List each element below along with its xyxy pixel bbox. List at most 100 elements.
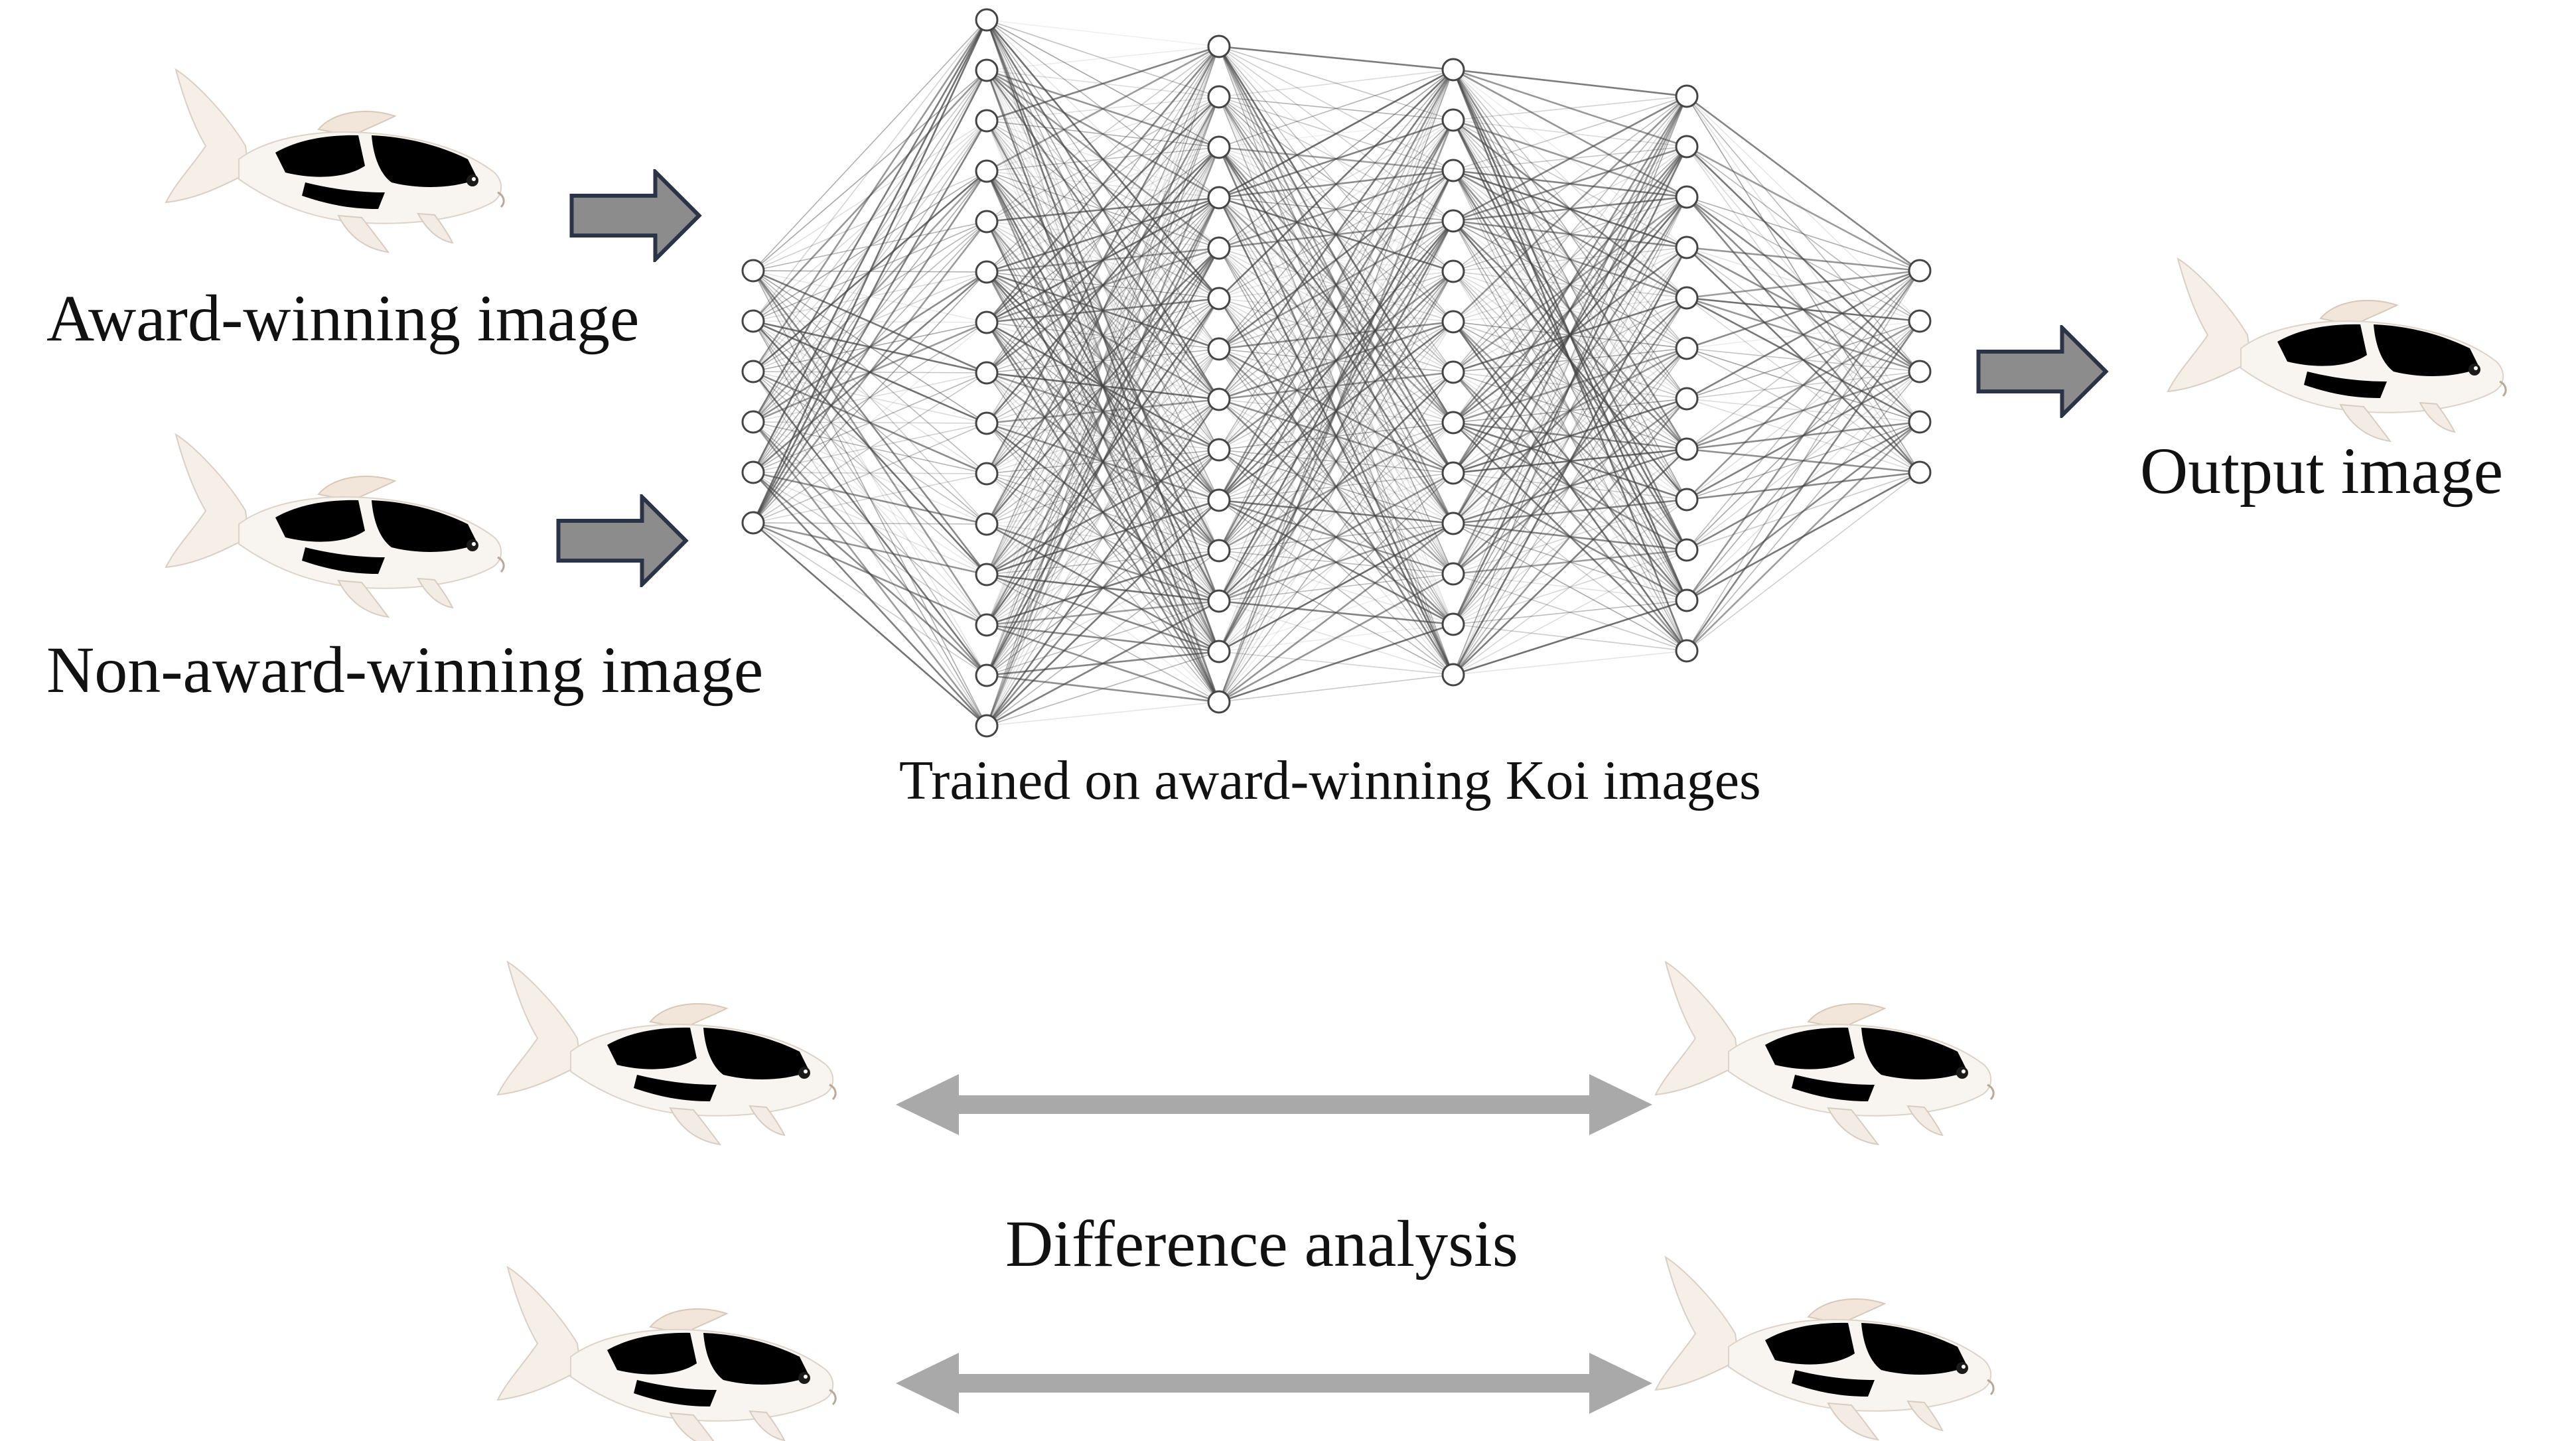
network-edge: [1453, 297, 1687, 524]
network-edge: [986, 499, 1220, 576]
neural-network-nodes: [741, 8, 1932, 738]
network-edge: [752, 372, 987, 523]
network-edge: [752, 471, 987, 525]
compare-output-right-koi-icon: [1654, 1256, 1995, 1441]
network-edge: [1218, 69, 1454, 551]
network-edge: [986, 271, 1220, 401]
network-edge: [986, 298, 1220, 374]
network-edge: [1218, 69, 1454, 350]
network-node-l2-3: [975, 109, 999, 133]
network-edge: [986, 46, 1220, 323]
network-edge: [1453, 600, 1687, 625]
network-node-l5-12: [1675, 639, 1699, 663]
network-edge: [1452, 96, 1688, 575]
network-node-l4-5: [1441, 259, 1465, 283]
network-edge: [986, 298, 1220, 726]
network-edge: [986, 46, 1220, 726]
network-edge: [1686, 246, 1920, 272]
network-edge: [1453, 146, 1687, 373]
network-edge: [1218, 69, 1455, 501]
non-award-winning-label: Non-award-winning image: [46, 633, 764, 707]
non-award-winning-koi-icon: [165, 433, 505, 618]
network-edge: [1218, 271, 1455, 652]
network-edge: [1453, 68, 1687, 98]
network-edge: [1218, 321, 1454, 652]
network-edge: [752, 421, 987, 424]
network-edge: [1453, 196, 1687, 524]
network-edge: [1453, 96, 1687, 171]
network-node-l4-11: [1441, 562, 1465, 586]
network-edge: [752, 19, 987, 271]
network-edge: [986, 449, 1220, 726]
compare-award-left-koi-icon: [496, 961, 837, 1146]
network-edge: [1686, 269, 1920, 299]
network-edge: [986, 196, 1220, 273]
network-edge: [752, 421, 987, 474]
network-node-l1-5: [741, 460, 765, 484]
network-edge: [1686, 320, 1920, 601]
network-edge: [1686, 421, 1920, 500]
network-edge: [1453, 220, 1687, 299]
network-edge: [1453, 96, 1687, 675]
award-winning-koi-icon: [165, 68, 505, 253]
network-edge: [1218, 69, 1454, 450]
network-edge: [1686, 270, 1920, 551]
network-edge: [985, 197, 1220, 626]
network-node-l3-7: [1207, 337, 1231, 361]
network-edge: [1453, 96, 1687, 322]
network-node-l3-3: [1207, 135, 1231, 159]
network-edge: [986, 147, 1220, 575]
network-edge: [1453, 549, 1687, 625]
network-edge: [986, 247, 1220, 726]
network-node-l5-4: [1675, 236, 1699, 259]
network-node-l1-4: [741, 410, 765, 434]
output-arrow-icon: [1979, 328, 2106, 415]
network-edge: [1453, 119, 1687, 147]
network-edge: [986, 96, 1220, 726]
network-edge: [1686, 269, 1920, 350]
network-node-l3-4: [1207, 186, 1231, 210]
network-edge: [1686, 348, 1920, 372]
network-edge: [986, 46, 1220, 222]
network-node-l4-12: [1441, 612, 1465, 636]
network-edge: [986, 147, 1220, 676]
network-node-l3-10: [1207, 488, 1231, 512]
network-edge: [985, 147, 1220, 726]
network-edge: [1686, 297, 1920, 423]
network-edge: [752, 473, 987, 523]
non-award-input-arrow-icon: [559, 497, 686, 584]
network-edge: [986, 96, 1220, 172]
network-edge: [1218, 220, 1454, 703]
network-node-l4-7: [1441, 360, 1465, 384]
network-edge: [1453, 549, 1687, 675]
network-edge: [1453, 297, 1687, 575]
network-edge: [1218, 573, 1454, 703]
network-edge: [986, 147, 1220, 323]
network-edge: [752, 120, 988, 523]
network-edge: [1218, 422, 1454, 652]
network-edge: [1218, 119, 1454, 652]
network-edge: [986, 46, 1220, 374]
difference-analysis-label: Difference analysis: [1005, 1207, 1518, 1280]
network-edge: [986, 96, 1220, 474]
network-edge: [1453, 96, 1687, 121]
network-edge: [1686, 196, 1920, 271]
network-edge: [1218, 119, 1455, 501]
network-node-l6-1: [1908, 259, 1932, 283]
network-edge: [1453, 95, 1687, 222]
network-edge: [1453, 297, 1687, 675]
network-edge: [1218, 472, 1454, 703]
network-edge: [1453, 448, 1687, 675]
network-edge: [752, 472, 987, 726]
network-edge: [986, 600, 1220, 676]
network-edge: [1686, 472, 1920, 652]
network-edge: [985, 96, 1220, 525]
network-edge: [1686, 371, 1920, 652]
network-edge: [1686, 145, 1920, 272]
network-node-l5-7: [1675, 387, 1699, 411]
network-edge: [985, 399, 1220, 726]
network-node-l4-3: [1441, 159, 1465, 182]
network-edge: [1218, 220, 1454, 501]
network-edge: [1685, 270, 1921, 601]
network-node-l6-3: [1908, 360, 1932, 383]
